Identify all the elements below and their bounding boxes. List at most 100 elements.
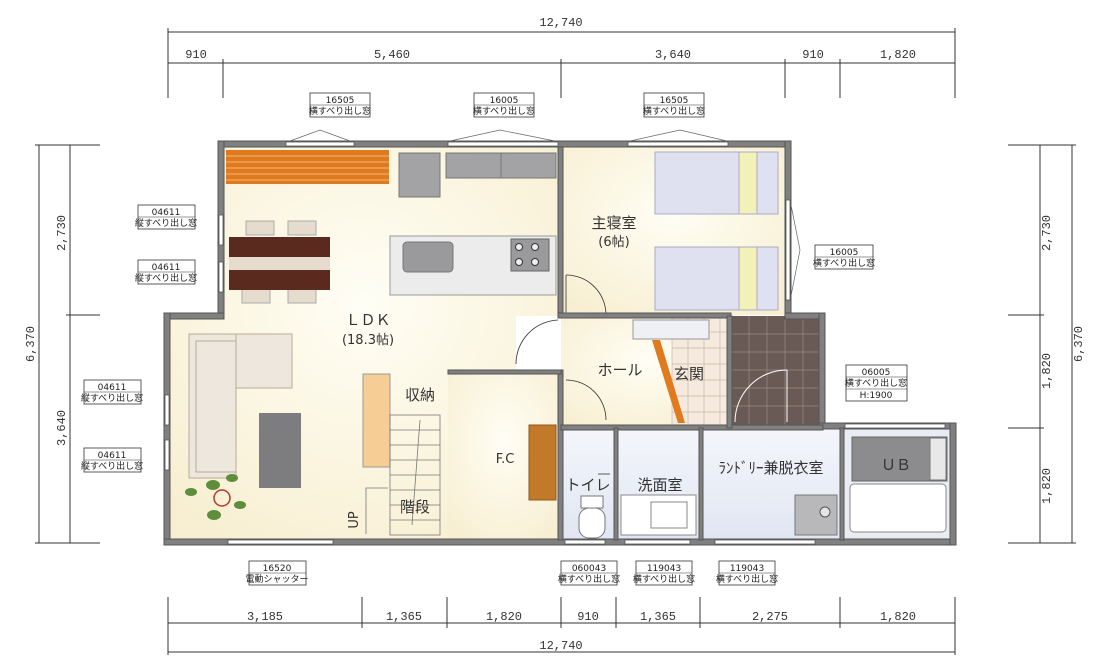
dim-bottom-2: 1,820 [486,610,522,624]
svg-text:16005: 16005 [490,96,519,106]
dim-right-1: 1,820 [1040,353,1054,389]
svg-text:横すべり出し窓: 横すべり出し窓 [845,377,907,389]
svg-text:04611: 04611 [152,263,181,273]
dining-set [229,220,330,304]
dim-top-2: 3,640 [655,48,691,62]
svg-text:06005: 06005 [862,368,891,378]
bed-1 [654,151,779,215]
svg-text:16520: 16520 [263,564,292,574]
svg-text:横すべり出し窓: 横すべり出し窓 [716,573,778,585]
entrance-step [652,340,685,423]
storage-shelf [362,373,391,468]
label-toilet: トイレ [565,476,610,494]
dim-bottom-1: 1,365 [386,610,422,624]
svg-text:横すべり出し窓: 横すべり出し窓 [309,105,371,117]
svg-text:060043: 060043 [572,564,606,574]
plant [185,474,246,520]
svg-text:16005: 16005 [830,248,859,258]
svg-text:04611: 04611 [98,383,127,393]
svg-text:16505: 16505 [660,96,689,106]
label-ldk-area: (18.3帖) [342,333,394,348]
bottom-dimensions: 3,185 1,365 1,820 910 1,365 2,275 1,820 … [167,597,956,655]
window-tag-3: 04611 縦すべり出し窓 [135,204,197,230]
fridge [398,152,441,198]
svg-text:横すべり出し窓: 横すべり出し窓 [558,573,620,585]
label-storage: 収納 [405,386,435,404]
dim-bottom-5: 2,275 [752,610,788,624]
label-ldk: ＬＤＫ [345,311,390,329]
window-tag-11: 119043 横すべり出し窓 [633,560,695,586]
wash-basin [620,494,697,536]
dim-right-0: 2,730 [1040,215,1054,251]
dim-left-total: 6,370 [24,326,38,362]
entrance-dark-tiles [731,316,823,426]
svg-text:横すべり出し窓: 横すべり出し窓 [813,257,875,269]
top-dimensions: 12,740 910 5,460 3,640 910 1,820 [167,16,956,98]
svg-text:電動シャッター: 電動シャッター [245,574,308,585]
label-stairs: 階段 [400,498,430,516]
dim-bottom-3: 910 [577,610,599,624]
window-tag-10: 060043 横すべり出し窓 [558,560,620,586]
svg-text:16505: 16505 [326,96,355,106]
dim-left-0: 2,730 [55,215,69,251]
label-ub: ＵＢ [881,456,911,474]
dim-top-1: 5,460 [374,48,410,62]
dim-bottom-total: 12,740 [539,639,582,653]
dim-right-2: 1,820 [1040,468,1054,504]
dim-bottom-0: 3,185 [247,610,283,624]
shoe-cabinet [632,319,710,340]
label-up: UP [347,511,362,529]
window-tag-0: 16505 横すべり出し窓 [309,92,371,118]
svg-text:横すべり出し窓: 横すべり出し窓 [633,573,695,585]
wood-deck [226,150,389,184]
svg-text:H:1900: H:1900 [860,391,893,401]
label-entrance: 玄関 [674,365,704,383]
dim-top-4: 1,820 [880,48,916,62]
dim-bottom-6: 1,820 [880,610,916,624]
label-master-area: (6帖) [598,235,629,250]
svg-text:119043: 119043 [730,564,764,574]
svg-text:119043: 119043 [647,564,681,574]
window-tag-5: 16005 横すべり出し窓 [813,244,875,270]
room-labels: ＬＤＫ (18.3帖) 主寝室 (6帖) ホール 玄関 収納 階段 F.C トイ… [342,214,911,529]
sofa-set [188,333,301,488]
svg-text:縦すべり出し窓: 縦すべり出し窓 [81,392,143,404]
dim-top-3: 910 [802,48,824,62]
window-openings [164,141,946,545]
dim-top-0: 910 [185,48,207,62]
bed-2 [654,246,779,311]
window-tags: 16505 横すべり出し窓 16005 横すべり出し窓 16505 横すべり出し… [81,92,908,586]
label-washroom: 洗面室 [637,476,682,494]
window-tag-6: 04611 縦すべり出し窓 [81,379,143,405]
svg-text:04611: 04611 [98,451,127,461]
dim-left-1: 3,640 [55,410,69,446]
right-dimensions: 2,730 1,820 1,820 6,370 [1008,144,1086,544]
left-dimensions: 6,370 2,730 3,640 [24,144,100,544]
window-tag-8: 06005 横すべり出し窓 H:1900 [845,364,908,402]
dim-right-total: 6,370 [1072,326,1086,362]
label-laundry: ﾗﾝﾄﾞﾘｰ兼脱衣室 [718,459,823,477]
dim-top-total: 12,740 [539,16,582,30]
swing-marks [289,129,801,297]
svg-text:縦すべり出し窓: 縦すべり出し窓 [135,272,197,284]
toilet-bowl [578,495,606,539]
door-swings [515,274,610,475]
label-fc: F.C [496,452,515,467]
window-tag-7: 04611 縦すべり出し窓 [81,447,143,473]
window-tag-2: 16505 横すべり出し窓 [643,92,705,118]
label-hall: ホール [597,361,642,379]
bathtub [849,436,948,533]
svg-text:横すべり出し窓: 横すべり出し窓 [473,105,535,117]
svg-text:横すべり出し窓: 横すべり出し窓 [643,105,705,117]
fc-cabinet [528,424,557,501]
kitchen-island [389,235,557,296]
dim-bottom-4: 1,365 [640,610,676,624]
window-tag-9: 16520 電動シャッター [245,560,309,586]
label-master: 主寝室 [591,214,636,232]
svg-text:04611: 04611 [152,208,181,218]
staircase [365,414,441,536]
svg-text:縦すべり出し窓: 縦すべり出し窓 [135,217,197,229]
window-tag-4: 04611 縦すべり出し窓 [135,259,197,285]
window-tag-1: 16005 横すべり出し窓 [473,92,535,118]
